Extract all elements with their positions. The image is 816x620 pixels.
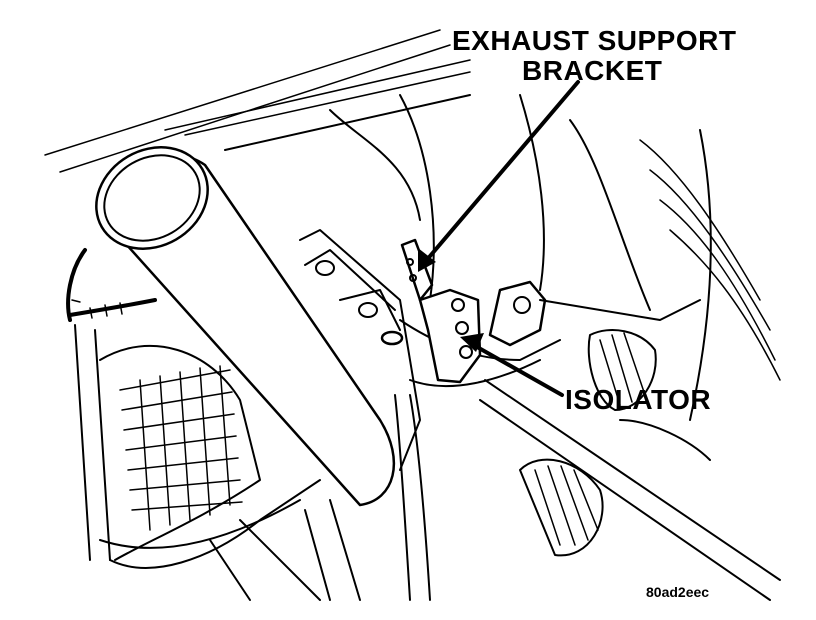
upper-frame-lines <box>44 29 651 311</box>
bracket-leader-arrow <box>418 80 580 272</box>
figure-id: 80ad2eec <box>646 584 710 600</box>
isolator-leader-arrow <box>460 333 564 397</box>
bracket-label-line1: EXHAUST SUPPORT <box>452 25 737 56</box>
central-mount-structure <box>299 229 561 601</box>
left-grille-housing <box>74 324 321 601</box>
left-hose <box>66 248 157 322</box>
exhaust-support-bracket <box>400 238 547 384</box>
exhaust-pipe <box>95 146 395 507</box>
isolator-label: ISOLATOR <box>565 384 712 415</box>
right-side-lines <box>639 129 781 421</box>
bracket-label-line2: BRACKET <box>522 55 663 86</box>
drive-shaft <box>479 299 781 601</box>
exhaust-support-bracket-label: EXHAUST SUPPORT BRACKET <box>452 26 736 86</box>
